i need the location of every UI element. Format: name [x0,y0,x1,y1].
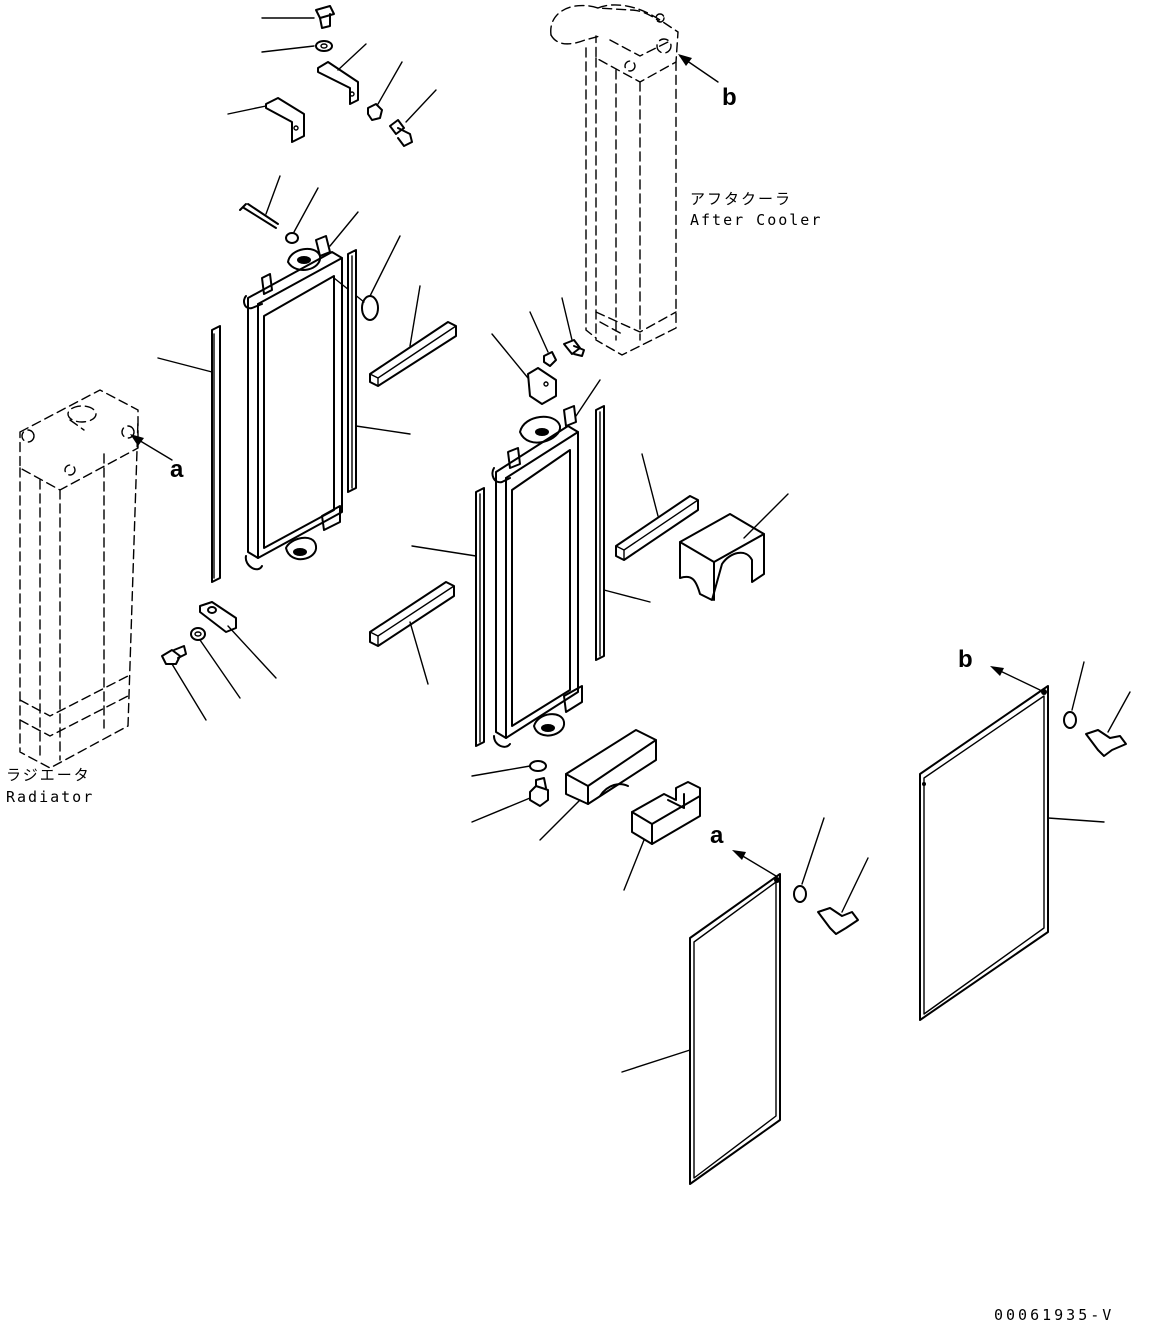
ref-arrow-a-lower [732,850,777,877]
ref-a-left: a [170,456,184,483]
seal-strip-upper-right [347,249,411,493]
bolt-top [261,5,335,29]
radiator-label-jp: ラジエータ [6,766,91,784]
bolt-top-2 [389,89,437,147]
screen-upper [919,685,1105,1021]
wing-bolt-lower [817,857,869,935]
bracket-top-left [227,97,305,143]
nut-top [367,61,403,121]
radiator-outline [19,389,139,769]
foam-block-long [539,729,657,841]
ref-a-lower: a [710,822,724,849]
bracket-small-left [199,601,277,679]
foam-bar-lower-left [369,581,455,685]
seal-strip-lower-left [411,487,485,747]
ref-arrow-a-left [130,434,173,461]
wing-bolt-right [1085,691,1131,757]
ref-b-top: b [722,84,737,111]
washer-left [190,627,241,699]
drain-plug [471,777,549,823]
radiator-label-en: Radiator [6,788,95,806]
ref-arrow-b-top [678,54,719,83]
washer-lower [793,817,825,903]
foam-bar-mid-right [615,453,699,561]
long-bolt [239,175,281,229]
after-cooler-label-jp: アフタクーラ [690,190,793,208]
after-cooler-outline [550,4,679,356]
washer-mid [285,187,319,244]
washer-top [261,40,333,53]
after-cooler-label-en: After Cooler [690,211,823,229]
washer-right [1063,661,1085,729]
foam-bar-upper [369,285,457,387]
foam-block-notched [623,781,701,891]
foam-block-u [679,493,789,601]
screen-lower [621,873,781,1185]
o-ring-lower [471,760,547,777]
nut-mid [529,311,557,367]
bracket-mid [491,333,557,405]
ref-b-lower: b [958,646,973,673]
o-ring-upper [333,235,401,321]
bolt-left [161,645,207,721]
lower-core [491,379,601,748]
drawing-code: 00061935-V [994,1306,1115,1324]
seal-strip-lower-right [595,405,651,661]
ref-arrow-b-lower [990,666,1041,691]
seal-strip-upper-left [157,325,221,583]
bracket-top-right [317,43,367,105]
upper-core [243,211,359,571]
bolt-mid [561,297,585,357]
